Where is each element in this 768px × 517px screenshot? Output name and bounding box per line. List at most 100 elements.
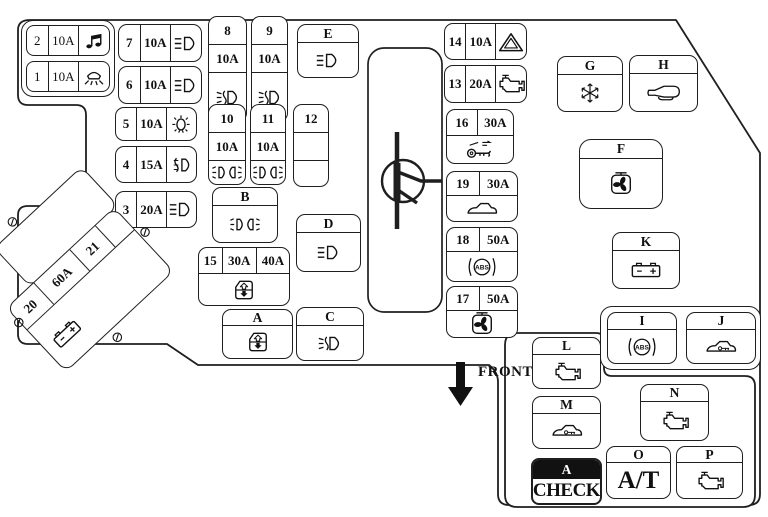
- fan-icon: [580, 159, 662, 208]
- fuse-number: 9: [266, 22, 273, 38]
- parking-lights-icon: [251, 160, 285, 184]
- fan-icon: [447, 311, 517, 337]
- warning-triangle-icon: [496, 24, 526, 59]
- relay-label: D: [297, 215, 360, 233]
- front-arrow-icon: [448, 362, 473, 406]
- parking-lights-icon: [213, 206, 277, 242]
- relay-label: A: [223, 310, 292, 326]
- fuse-number: 1: [27, 62, 49, 91]
- fuse-6: 6 10A: [118, 66, 202, 104]
- fuse-16: 16 30A: [446, 109, 514, 164]
- fuse-number: 18: [456, 231, 470, 247]
- music-note-icon: [79, 26, 109, 55]
- relay-label: P: [677, 447, 742, 463]
- relay-label: H: [630, 56, 697, 74]
- main-fuse-battery-assembly: 20 60A 21: [0, 144, 202, 393]
- headlight-icon: [298, 43, 358, 77]
- fuse-19-header: 19 30A: [447, 172, 517, 196]
- fuse-number: 12: [304, 110, 318, 126]
- fuse-18: 18 50A ABS: [446, 227, 518, 282]
- relay-D: D: [296, 214, 361, 272]
- fuse-amp: 20A: [466, 66, 496, 102]
- fuse-group-1-2: 2 10A 1 10A: [21, 20, 115, 97]
- fuse-amp: 20A: [137, 192, 167, 227]
- car-icon: [447, 196, 517, 221]
- fuse-amp: 10A: [466, 24, 497, 59]
- fuse-15: 15 30A 40A: [198, 247, 290, 306]
- snowflake-icon: [558, 75, 622, 111]
- relay-O-text: A/T: [617, 466, 660, 494]
- relay-A: A: [222, 309, 293, 359]
- screw-icon: [136, 223, 152, 239]
- check-relay-text: CHECK: [532, 480, 601, 501]
- fuse-number: 13: [445, 66, 467, 102]
- relay-label: E: [298, 25, 358, 43]
- fuse-2: 2 10A: [26, 25, 110, 56]
- fuse-number: 15: [203, 252, 217, 268]
- screw-icon: [10, 313, 26, 329]
- headlight-icon: [171, 25, 201, 61]
- engine-icon: [496, 66, 526, 102]
- fuse-number: 8: [224, 22, 231, 38]
- fog-light-icon: [297, 326, 363, 360]
- fog-light-icon: [209, 72, 246, 121]
- relay-E: E: [297, 24, 359, 78]
- fuse-15-header: 15 30A 40A: [199, 248, 289, 274]
- fuse-10: 10 10A: [208, 104, 246, 185]
- bulb-icon: [167, 108, 196, 140]
- front-label: FRONT: [478, 364, 533, 380]
- relay-label: N: [641, 385, 708, 402]
- fuse-number: 2: [27, 26, 49, 55]
- fuse-amp: 50A: [478, 228, 518, 251]
- svg-text:ABS: ABS: [635, 344, 650, 351]
- battery-area: [28, 230, 173, 371]
- fuse-amp: 50A: [478, 287, 518, 310]
- engine-icon: [677, 463, 742, 498]
- engine-icon: [641, 402, 708, 440]
- battery-icon: [48, 315, 84, 351]
- relay-label: C: [297, 308, 363, 326]
- ignition-key-icon: [447, 136, 513, 163]
- fuse-number: 16: [455, 114, 469, 130]
- screw-icon: [108, 328, 124, 344]
- fuse-11: 11 10A: [250, 104, 286, 185]
- horn-icon: [630, 74, 697, 111]
- relay-K: K: [612, 232, 680, 289]
- relay-label: F: [580, 140, 662, 159]
- fuse-amp: 15A: [137, 147, 167, 182]
- fuse-amp: 10A: [137, 108, 167, 140]
- fuse-amp: 30A: [476, 110, 513, 135]
- relay-label: B: [213, 188, 277, 206]
- relay-N: N: [640, 384, 709, 441]
- svg-text:ABS: ABS: [475, 264, 490, 271]
- fuse-amp: 30A: [478, 172, 518, 195]
- relay-C: C: [296, 307, 364, 361]
- relay-B: B: [212, 187, 278, 243]
- relay-label: L: [533, 338, 600, 355]
- abs-icon: ABS: [608, 330, 676, 363]
- fuse-number: 7: [119, 25, 141, 61]
- check-relay-label: A: [533, 460, 600, 479]
- dome-light-icon: [79, 62, 109, 91]
- fuse-number: 4: [116, 147, 137, 182]
- main-fuse-block: 20 60A 21: [5, 206, 175, 373]
- relay-J: J: [686, 312, 756, 364]
- fuse-amp: 10A: [209, 132, 245, 160]
- fuse-amp: 10A: [49, 26, 80, 55]
- fuse-7: 7 10A: [118, 24, 202, 62]
- fuse-number: 6: [119, 67, 141, 103]
- engine-icon: [533, 355, 600, 388]
- abs-icon: ABS: [447, 252, 517, 281]
- car-key-icon: [533, 414, 600, 448]
- fuse-empty-slot: [294, 160, 328, 186]
- fog-light-icon: [252, 72, 287, 121]
- window-icon: [223, 326, 292, 358]
- fuse-number: 3: [116, 192, 137, 227]
- fuse-1: 1 10A: [26, 61, 110, 92]
- check-relay-block: A CHECK: [531, 458, 602, 505]
- relay-label: K: [613, 233, 679, 251]
- relay-F: F: [579, 139, 663, 209]
- fuse-13: 13 20A: [444, 65, 527, 103]
- transistor-icon: [367, 47, 443, 313]
